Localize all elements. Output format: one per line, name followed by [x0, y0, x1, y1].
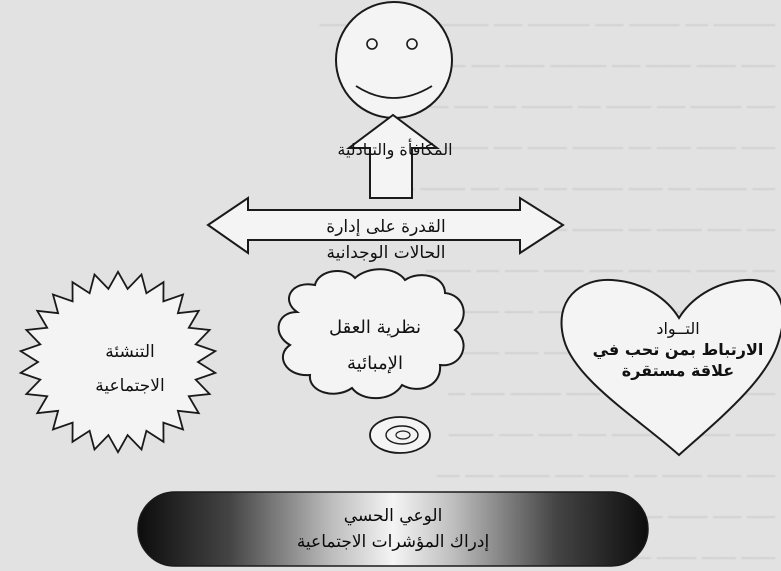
starburst-shape	[18, 269, 218, 455]
affection-line2: الارتباط بمن تحب في	[592, 340, 764, 359]
emotion-management-line2: الحالات الوجدانية	[326, 243, 446, 263]
theory-of-mind-line2: الإمبائية	[347, 353, 403, 374]
up-arrow-icon	[346, 113, 440, 199]
sensory-awareness-bar	[137, 491, 649, 567]
socialization-line2: الاجتماعية	[95, 376, 165, 396]
emotion-management-line1: القدرة على إدارة	[326, 217, 446, 237]
socialization-line1: التنشئة	[105, 342, 155, 362]
sensory-awareness-line2: إدراك المؤشرات الاجتماعية	[296, 532, 490, 552]
face-arrow-label: المكافأة والتبادلية	[320, 140, 470, 159]
sensory-awareness-line1: الوعي الحسي	[343, 506, 443, 526]
smiley-face-icon	[335, 1, 453, 119]
starburst-label: التنشئة الاجتماعية	[45, 335, 215, 403]
right-eye	[406, 38, 418, 50]
bar-label: الوعي الحسي إدراك المؤشرات الاجتماعية	[258, 503, 528, 555]
double-arrow-icon	[206, 196, 565, 255]
heart-label: التــواد الارتباط بمن تحب في علاقة مستقر…	[578, 318, 778, 381]
left-eye	[366, 38, 378, 50]
affection-line3: علاقة مستقرة	[621, 361, 735, 380]
smile	[355, 85, 433, 99]
theory-of-mind-line1: نظرية العقل	[329, 317, 421, 338]
thought-cloud-shape	[277, 268, 465, 454]
horizontal-arrow-label: القدرة على إدارة الحالات الوجدانية	[286, 214, 486, 266]
cloud-label: نظرية العقل الإمبائية	[290, 310, 460, 382]
heart-shape	[560, 278, 781, 457]
affection-title: التــواد	[656, 319, 700, 338]
reward-reciprocity-text: المكافأة والتبادلية	[337, 140, 453, 159]
